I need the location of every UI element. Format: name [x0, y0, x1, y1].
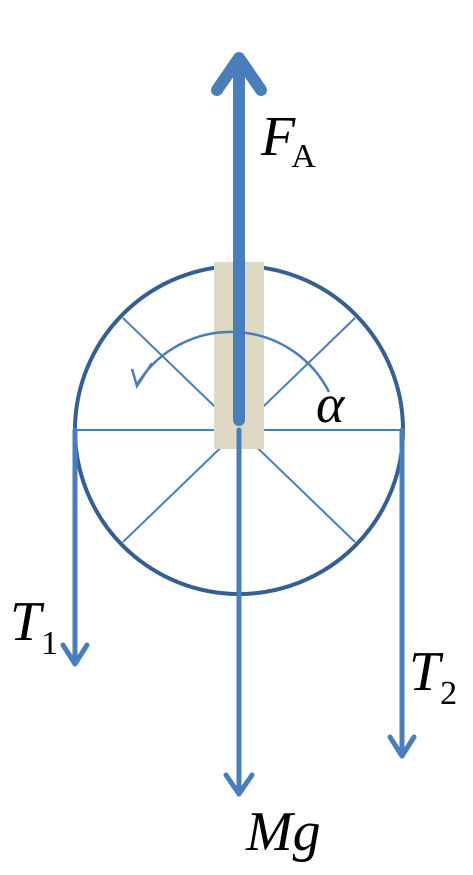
label-t2-subscript: 2	[440, 675, 457, 712]
force-arrow-mg	[223, 427, 255, 797]
force-arrow-t2	[387, 427, 417, 759]
label-t1-subscript: 1	[41, 625, 58, 662]
label-fa-main: F	[260, 106, 296, 168]
label-t1: T1	[10, 591, 58, 662]
label-angle: α	[316, 374, 346, 434]
label-t2: T2	[409, 641, 457, 712]
force-arrow-t1	[60, 427, 90, 667]
arc-arrowhead	[130, 362, 154, 389]
force-arrow-fa	[211, 52, 267, 426]
label-t1-main: T	[10, 591, 45, 653]
label-fa-subscript: A	[291, 138, 316, 175]
label-t2-main: T	[409, 641, 444, 703]
label-mg: Mg	[245, 801, 321, 863]
label-fa: FA	[260, 106, 316, 175]
